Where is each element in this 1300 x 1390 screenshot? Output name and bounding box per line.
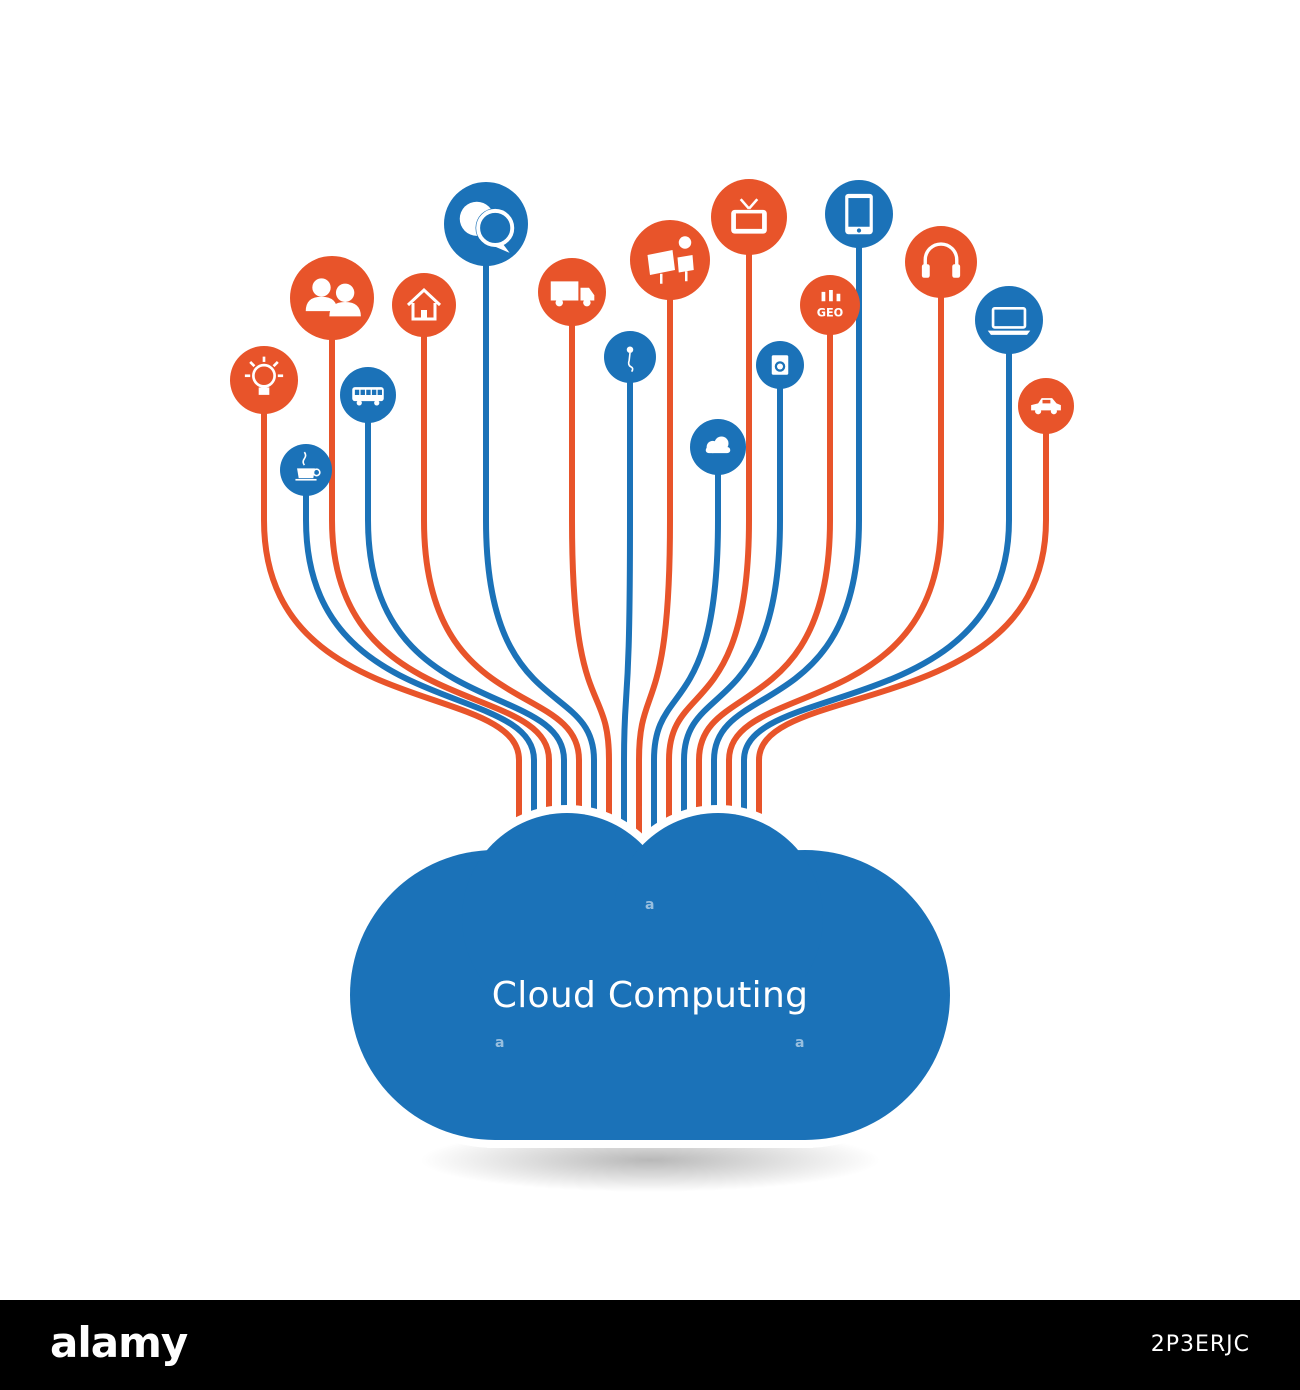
footer-image-code: 2P3ERJC [1150, 1332, 1250, 1357]
node-circle [905, 226, 977, 298]
node-circle [800, 275, 860, 335]
connection-line [365, 418, 567, 863]
node-circle [392, 273, 456, 337]
connection-line [483, 261, 597, 863]
connection-line [621, 378, 633, 863]
device-node [975, 286, 1043, 354]
device-node [444, 182, 528, 266]
connection-line [726, 293, 944, 863]
truck-icon [550, 281, 595, 307]
geo-label: GEO [817, 306, 843, 319]
device-node [630, 220, 710, 300]
house-icon [406, 287, 442, 321]
device-node [280, 444, 332, 496]
device-node [230, 346, 298, 414]
connection-line [756, 429, 1049, 863]
device-node [690, 419, 746, 475]
people-icon [305, 278, 361, 317]
device-node [604, 331, 656, 383]
laptop-icon [987, 306, 1031, 335]
connection-line [569, 321, 612, 863]
bus-icon [352, 387, 384, 406]
main-cloud [342, 805, 958, 1192]
device-node [538, 258, 606, 326]
connection-line [741, 349, 1012, 863]
device-nodes: GEO [230, 179, 1074, 496]
tablet-icon [845, 193, 873, 235]
device-node [825, 180, 893, 248]
coffee-cup-icon [295, 451, 321, 481]
car-icon [1031, 398, 1061, 415]
cloud-fill-part [495, 900, 805, 1140]
connection-line [421, 332, 582, 863]
connection-line [261, 409, 522, 863]
connection-line [696, 330, 833, 863]
connection-line [329, 335, 552, 863]
footer-bar: alamy 2P3ERJC [0, 1300, 1300, 1390]
connection-line [681, 384, 783, 863]
cloud-title: Cloud Computing [491, 975, 809, 1016]
device-node [756, 341, 804, 389]
connection-lines [261, 243, 1049, 863]
device-node [711, 179, 787, 255]
device-node: GEO [800, 275, 860, 335]
node-circle [230, 346, 298, 414]
solar-panel-icon [647, 236, 694, 284]
connection-line [666, 250, 752, 863]
cloud-icon [705, 436, 731, 454]
connection-line [636, 295, 673, 863]
microphone-icon [626, 346, 634, 373]
footer-brand: alamy [50, 1318, 188, 1367]
device-node [905, 226, 977, 298]
geo-factory-icon: GEO [817, 290, 843, 319]
device-node [392, 273, 456, 337]
connection-line [651, 470, 721, 863]
node-circle [290, 256, 374, 340]
device-node [340, 367, 396, 423]
watermark-letter: a [795, 1035, 805, 1051]
cloud-computing-diagram: GEO [230, 179, 1074, 1192]
node-circle [975, 286, 1043, 354]
connection-line [711, 243, 862, 863]
washing-machine-icon [771, 355, 789, 375]
device-node [290, 256, 374, 340]
headphones-icon [921, 242, 961, 278]
device-node [1018, 378, 1074, 434]
watermark-letter: a [495, 1035, 505, 1051]
chat-bubbles-icon [459, 201, 515, 253]
television-icon [731, 198, 767, 234]
lightbulb-icon [244, 356, 284, 395]
watermark-letter: a [645, 897, 655, 913]
connection-line [303, 491, 537, 863]
